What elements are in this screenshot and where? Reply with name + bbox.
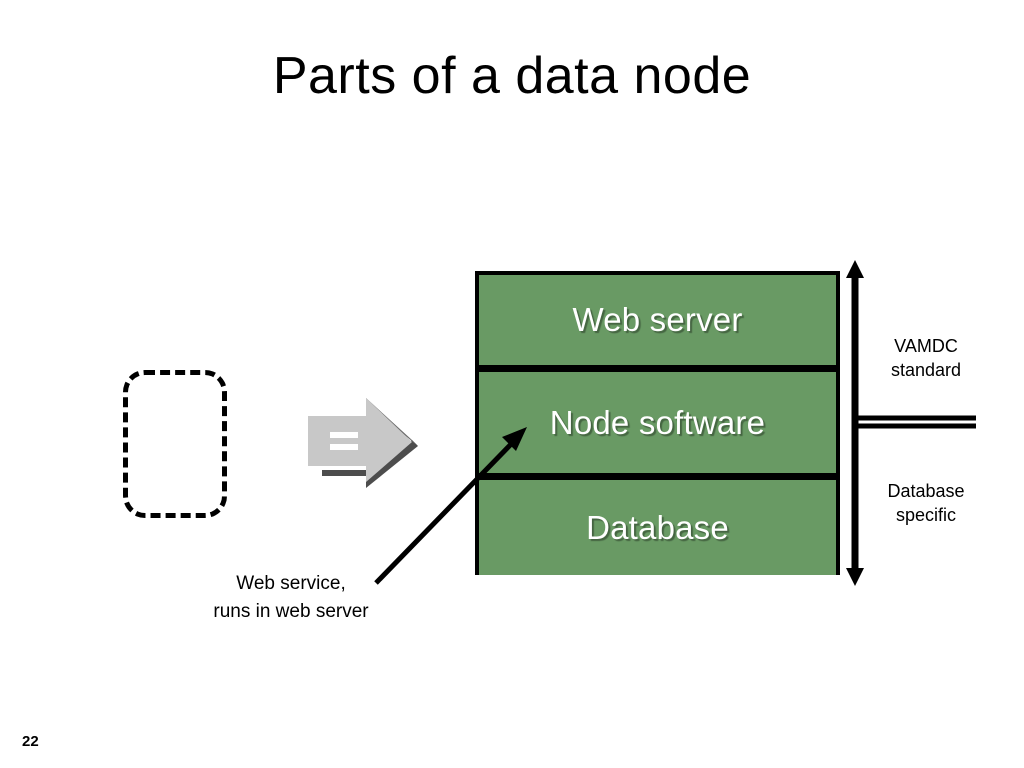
arrow-down-head bbox=[846, 568, 864, 586]
node-layer-database[interactable]: Database bbox=[479, 480, 836, 575]
client-placeholder-box bbox=[123, 370, 227, 518]
equals-block-arrow bbox=[300, 396, 418, 488]
node-layer-label-web-server: Web server bbox=[572, 301, 743, 338]
scope-label-vamdc-standard: VAMDC standard bbox=[864, 334, 988, 383]
scope-bracket: VAMDC standard Database specific bbox=[840, 258, 990, 588]
layer-divider-top bbox=[479, 365, 836, 372]
arrow-up-head bbox=[846, 260, 864, 278]
node-layer-label-node-software: Node software bbox=[549, 403, 766, 441]
node-layer-label-database: Database bbox=[586, 508, 729, 546]
layer-divider-bottom bbox=[479, 473, 836, 480]
data-node-stack: Web server Node software Database bbox=[475, 271, 840, 575]
node-layer-web-server[interactable]: Web server bbox=[479, 275, 836, 365]
equals-icon bbox=[330, 432, 358, 438]
callout-caption-line2: runs in web server bbox=[213, 600, 369, 622]
scope-label-vamdc-line1: VAMDC bbox=[894, 336, 958, 356]
callout-arrow-head bbox=[502, 427, 527, 451]
scope-label-dbspecific-line1: Database bbox=[887, 481, 965, 501]
scope-label-database-specific: Database specific bbox=[864, 479, 988, 528]
node-layer-node-software[interactable]: Node software bbox=[479, 372, 836, 473]
callout-caption: Web service, runs in web server bbox=[166, 570, 416, 625]
scope-label-vamdc-line2: standard bbox=[890, 360, 962, 381]
page-title: Parts of a data node bbox=[272, 47, 752, 105]
callout-caption-line1: Web service, bbox=[236, 573, 346, 594]
page-number: 22 bbox=[22, 733, 39, 750]
scope-label-dbspecific-line2: specific bbox=[895, 505, 957, 526]
diagonal-callout-arrow bbox=[360, 415, 540, 595]
